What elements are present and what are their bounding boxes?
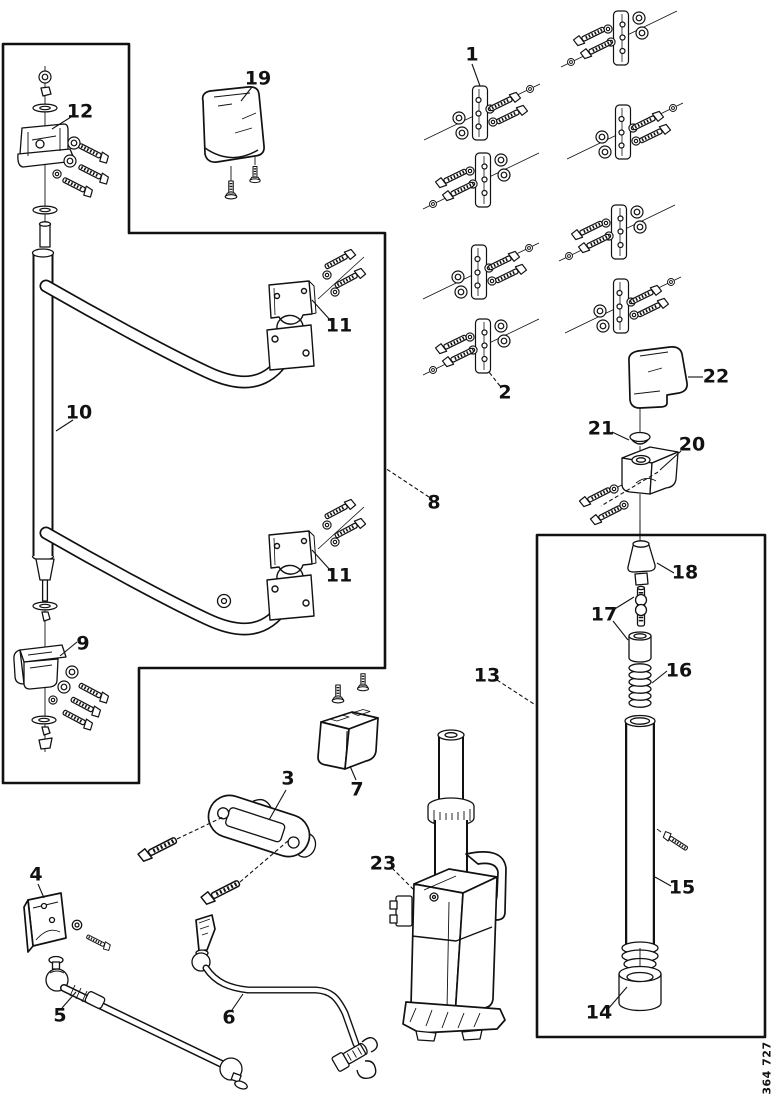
callout-23: 23 bbox=[369, 852, 397, 875]
part-10-rod bbox=[31, 248, 58, 752]
fastener-cluster bbox=[567, 103, 683, 159]
part-3-mounting-plate bbox=[135, 794, 317, 908]
part-7-clamp-block bbox=[317, 672, 379, 770]
part-20-clamp-block bbox=[577, 446, 679, 540]
part-6-crank-cable bbox=[191, 914, 378, 1080]
part-11-clamp-upper bbox=[267, 248, 366, 370]
part-18-bushing bbox=[627, 520, 656, 586]
callout-11-upper: 11 bbox=[325, 314, 353, 337]
callout-1: 1 bbox=[465, 43, 479, 66]
fastener-cluster-2 bbox=[423, 319, 539, 375]
callout-17: 17 bbox=[590, 603, 618, 626]
rail-upper bbox=[39, 279, 299, 389]
part-14-cup bbox=[618, 948, 662, 1012]
callout-9: 9 bbox=[76, 632, 90, 655]
callout-8: 8 bbox=[427, 491, 441, 514]
callout-2: 2 bbox=[498, 381, 512, 404]
fastener-cluster bbox=[423, 243, 539, 299]
callout-7: 7 bbox=[350, 778, 364, 801]
callout-13: 13 bbox=[473, 664, 501, 687]
part-17-stud-and-sleeve bbox=[628, 585, 652, 663]
leader-lines bbox=[37, 63, 703, 1011]
fastener-cluster bbox=[565, 277, 681, 333]
callout-18: 18 bbox=[671, 561, 699, 584]
callout-21: 21 bbox=[587, 417, 615, 440]
fastener-cluster bbox=[559, 205, 675, 261]
drawing-number: 364 727 bbox=[760, 1041, 774, 1095]
callout-4: 4 bbox=[29, 863, 43, 886]
detail-box-13 bbox=[535, 533, 767, 1039]
part-22-cap bbox=[628, 346, 688, 409]
fastener-cluster-1 bbox=[424, 84, 540, 140]
main-assembly-frame bbox=[1, 42, 387, 785]
rail-lower bbox=[39, 526, 299, 636]
part-16-spring bbox=[628, 663, 652, 708]
part-15-tube bbox=[621, 714, 659, 971]
callout-12: 12 bbox=[66, 100, 94, 123]
callout-16: 16 bbox=[665, 659, 693, 682]
callout-5: 5 bbox=[53, 1004, 67, 1027]
callout-3: 3 bbox=[281, 767, 295, 790]
part-23-actuator bbox=[389, 729, 507, 1042]
callout-14: 14 bbox=[585, 1001, 613, 1024]
part-5-link-rod bbox=[45, 955, 248, 1090]
part-21-cup-washer bbox=[629, 408, 651, 445]
callout-19: 19 bbox=[244, 67, 272, 90]
set-screw bbox=[656, 828, 691, 854]
callout-15: 15 bbox=[668, 876, 696, 899]
fastener-cluster bbox=[423, 153, 539, 209]
callout-11-lower: 11 bbox=[325, 564, 353, 587]
fastener-cluster bbox=[561, 11, 677, 67]
part-9-bracket-assembly bbox=[13, 644, 112, 750]
callout-20: 20 bbox=[678, 433, 706, 456]
callout-22: 22 bbox=[702, 365, 730, 388]
callout-10: 10 bbox=[65, 401, 93, 424]
part-19-cover bbox=[201, 86, 265, 201]
part-12-bracket-assembly bbox=[17, 66, 112, 248]
part-4-angle-bracket bbox=[23, 892, 113, 953]
callout-6: 6 bbox=[222, 1006, 236, 1029]
part-11-clamp-lower bbox=[267, 498, 366, 620]
fastener-clusters bbox=[423, 11, 683, 375]
